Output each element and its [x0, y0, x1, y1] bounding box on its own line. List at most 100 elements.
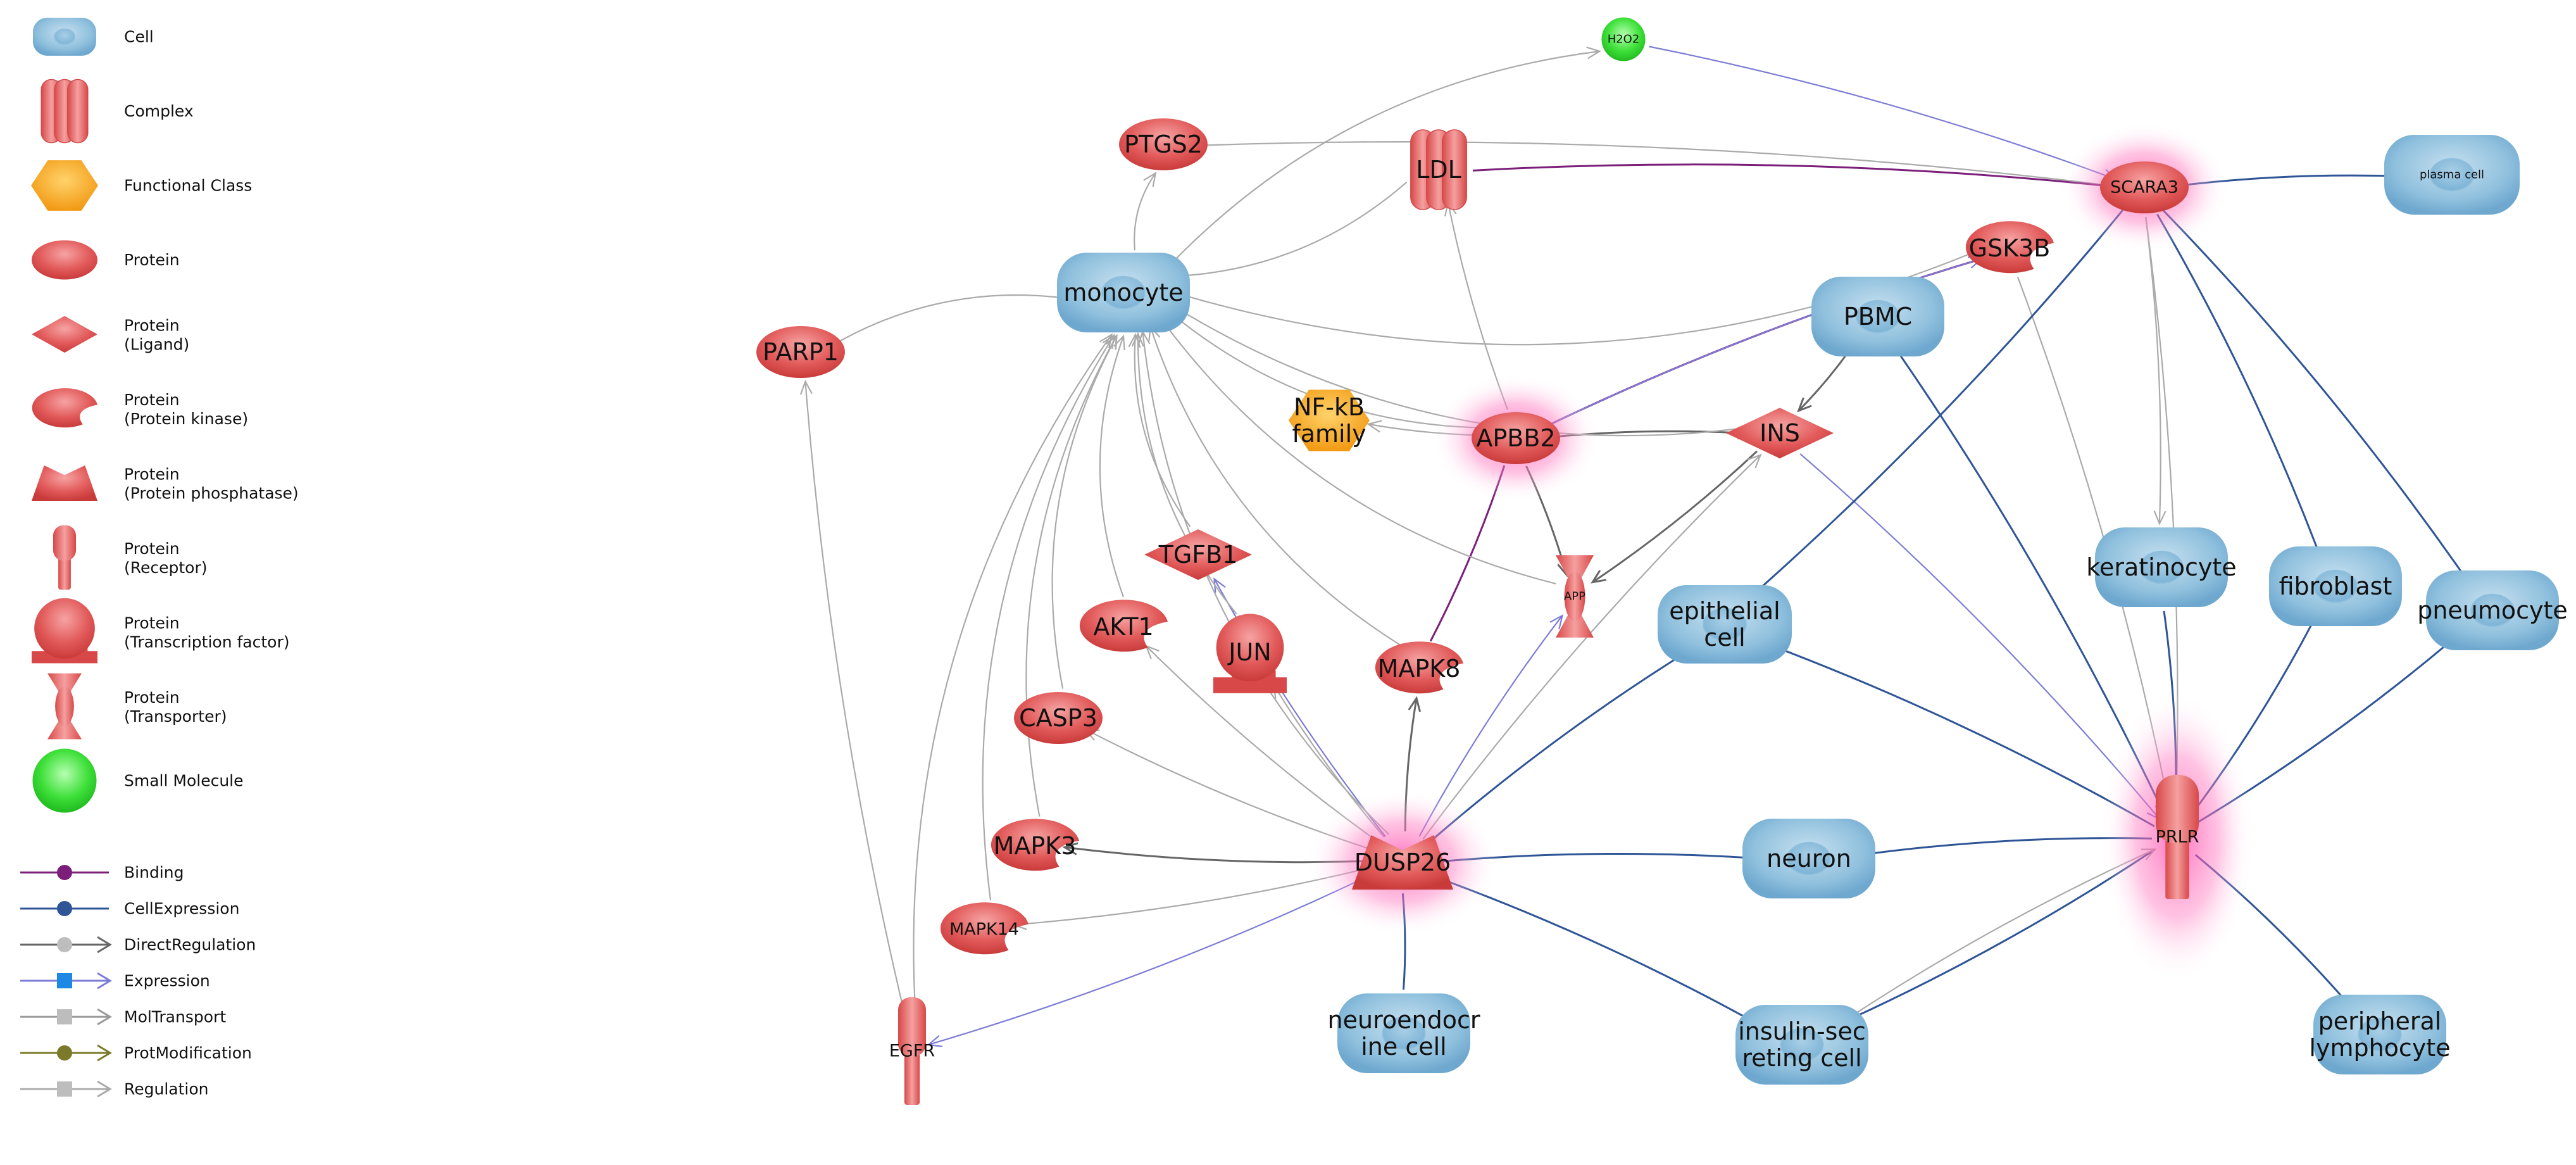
- node-gsk3b[interactable]: GSK3B: [1965, 221, 2054, 274]
- edge-arrowhead: [1797, 397, 1812, 413]
- edge-casp3-regulation-monocyte: [1051, 335, 1118, 689]
- node-mapk14[interactable]: MAPK14: [940, 902, 1029, 955]
- edge-egfr-regulation-parp1: [804, 381, 910, 1034]
- node-pneumocyte[interactable]: pneumocyte: [2417, 570, 2568, 650]
- legend-sublabel: (Protein phosphatase): [124, 484, 299, 503]
- edge-tgfb1-regulation-monocyte: [1134, 334, 1191, 527]
- transporter-shape: [1556, 555, 1594, 638]
- kinase-shape: [991, 819, 1079, 871]
- edge-arrowhead: [1062, 842, 1079, 855]
- legend-label: Small Molecule: [124, 772, 244, 790]
- node-fibroblast[interactable]: fibroblast: [2269, 546, 2402, 626]
- functional-class-shape: [1289, 389, 1370, 451]
- edge-epithelial-cell-cellexpression-prlr: [1763, 641, 2155, 828]
- kinase-shape: [1375, 641, 1463, 694]
- edge-ldl-regulation-monocyte: [1164, 181, 1408, 278]
- legend-item-kinase: Protein(Protein kinase): [32, 388, 248, 428]
- edge-marker-icon: [57, 1081, 72, 1097]
- legend-label: Protein: [124, 317, 180, 335]
- edge-scara3-cellexpression-epithelial-cell: [1754, 208, 2125, 595]
- legend-item-functional-class: Functional Class: [31, 160, 252, 211]
- protein-shape: [1119, 118, 1208, 170]
- edge-marker-icon: [57, 973, 72, 988]
- node-label: PTGS2: [1124, 130, 1203, 158]
- legend-item-transcription-factor: Protein(Transcription factor): [32, 598, 290, 664]
- edge-arrowhead: [1366, 420, 1382, 433]
- node-akt1[interactable]: AKT1: [1079, 600, 1168, 652]
- node-parp1[interactable]: PARP1: [756, 326, 845, 378]
- node-jun[interactable]: JUN: [1213, 614, 1287, 693]
- node-plasma-cell[interactable]: plasma cell: [2384, 135, 2520, 215]
- node-label: DUSP26: [1354, 848, 1451, 876]
- node-prlr[interactable]: PRLR: [2101, 691, 2253, 983]
- edge-arrowhead: [1213, 577, 1226, 593]
- node-ptgs2[interactable]: PTGS2: [1119, 118, 1208, 170]
- node-label: pneumocyte: [2417, 596, 2568, 624]
- node-label: EGFR: [889, 1042, 935, 1061]
- node-label: keratinocyte: [2086, 553, 2236, 581]
- node-h2o2[interactable]: H2O2: [1599, 15, 1648, 63]
- legend-sublabel: (Transcription factor): [124, 633, 290, 652]
- phosphatase-shape: [1352, 835, 1453, 890]
- node-egfr[interactable]: EGFR: [889, 997, 935, 1105]
- edge-ins-directregulation-app: [1592, 450, 1758, 583]
- edge-dusp26-regulation-monocyte: [1142, 331, 1390, 835]
- node-label: neuron: [1766, 845, 1851, 872]
- node-scara3[interactable]: SCARA3: [2060, 123, 2229, 251]
- cell-shape: [2426, 570, 2559, 650]
- node-tgfb1[interactable]: TGFB1: [1144, 529, 1252, 580]
- node-mapk3[interactable]: MAPK3: [991, 819, 1079, 871]
- node-neuron[interactable]: neuron: [1742, 819, 1875, 898]
- edge-arrowhead: [1591, 570, 1607, 584]
- node-keratinocyte[interactable]: keratinocyte: [2086, 527, 2237, 607]
- edge-akt1-regulation-monocyte: [1099, 336, 1125, 598]
- node-ins[interactable]: INS: [1726, 408, 1834, 458]
- phosphatase-icon: [32, 465, 97, 501]
- cell-shape: [1811, 277, 1944, 356]
- legend-label: MolTransport: [124, 1008, 226, 1026]
- node-pbmc[interactable]: PBMC: [1811, 277, 1944, 356]
- legend-label: Protein: [124, 688, 180, 707]
- edge-ptgs2-regulation-scara3: [1192, 141, 2115, 187]
- legend-item-ligand: Protein(Ligand): [32, 316, 189, 354]
- node-label: MAPK8: [1378, 655, 1461, 683]
- edge-monocyte-regulation-h2o2: [1161, 50, 1600, 274]
- node-label: GSK3B: [1969, 234, 2051, 262]
- node-mapk8[interactable]: MAPK8: [1375, 641, 1463, 694]
- edge-jun-regulation-monocyte: [1137, 334, 1237, 615]
- legend-label: Expression: [124, 972, 210, 990]
- receptor-shape: [2156, 775, 2199, 899]
- edge-arrowhead: [1102, 334, 1115, 350]
- node-ldl[interactable]: LDL: [1410, 129, 1467, 210]
- edge-arrowhead: [1099, 333, 1113, 349]
- edge-dusp26-regulation-ins: [1422, 454, 1761, 840]
- node-label: LDL: [1416, 156, 1461, 184]
- legend-item-receptor: Protein(Receptor): [53, 525, 208, 590]
- node-app[interactable]: APP: [1556, 555, 1594, 638]
- cell-shape: [1735, 1005, 1868, 1085]
- kinase-shape: [1079, 600, 1168, 652]
- edge-arrowhead: [1143, 172, 1157, 187]
- legend-label: Complex: [124, 102, 194, 120]
- legend-sublabel: (Transporter): [124, 707, 227, 726]
- node-casp3[interactable]: CASP3: [1014, 692, 1103, 744]
- edge-scara3-cellexpression-fibroblast: [2156, 213, 2318, 548]
- node-dusp26[interactable]: DUSP26: [1306, 789, 1499, 936]
- legend-label: Binding: [124, 864, 184, 882]
- edge-egfr-regulation-monocyte: [913, 334, 1113, 1035]
- node-label: APBB2: [1476, 424, 1555, 452]
- legend-edge-protmodification: ProtModification: [20, 1044, 252, 1062]
- node-monocyte[interactable]: monocyte: [1057, 253, 1190, 332]
- cell-shape: [2313, 995, 2446, 1074]
- arrowhead-icon: [97, 936, 112, 954]
- edge-arrowhead: [1747, 453, 1762, 469]
- transcription-factor-icon: [32, 598, 97, 664]
- node-label: JUN: [1227, 638, 1271, 666]
- node-apbb2[interactable]: APBB2: [1432, 374, 1600, 502]
